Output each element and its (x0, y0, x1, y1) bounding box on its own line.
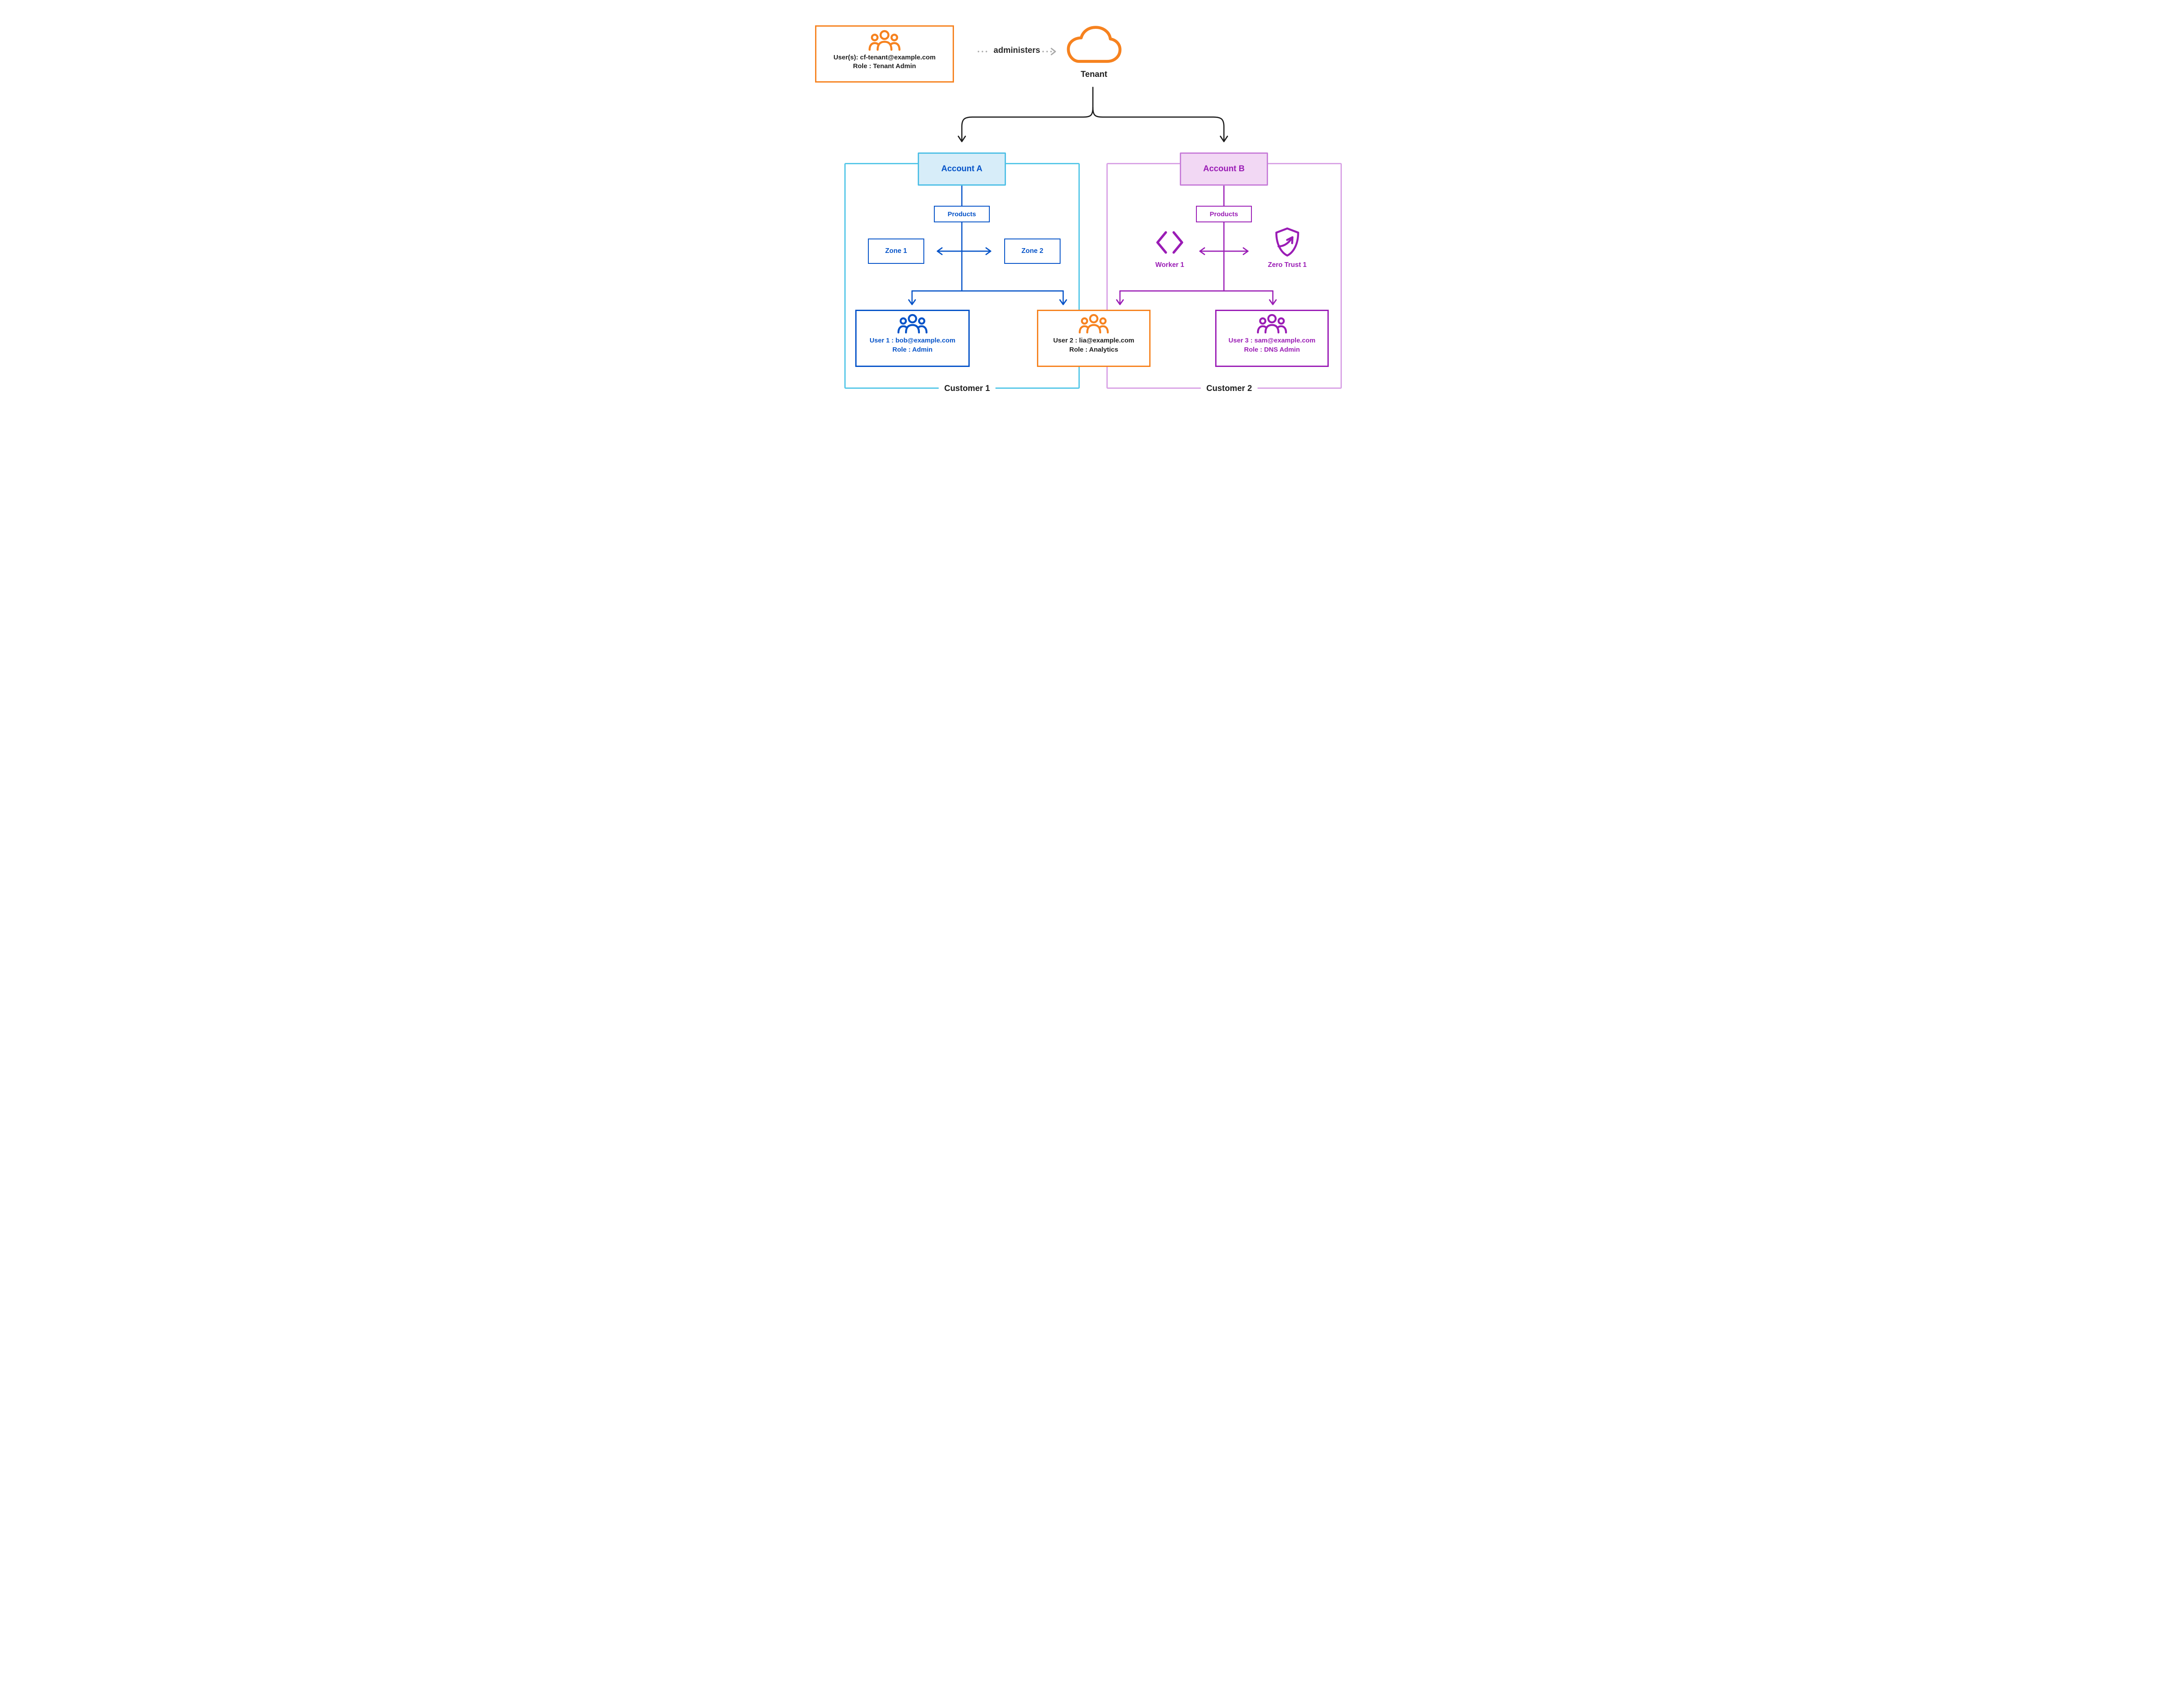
zone-1-box: Zone 1 (868, 239, 924, 264)
zone-2-label: Zone 2 (1021, 247, 1044, 255)
users-group-icon (1078, 314, 1109, 335)
zero-trust-shield-icon (1273, 227, 1301, 257)
user-3-role-line: Role : DNS Admin (1244, 346, 1300, 353)
tenant-admin-role-line: Role : Tenant Admin (853, 62, 916, 70)
account-a-box: Account A (918, 152, 1006, 186)
zone-2-box: Zone 2 (1004, 239, 1061, 264)
user-1-role-line: Role : Admin (892, 346, 933, 353)
products-b-label: Products (1209, 210, 1238, 218)
workers-brackets-icon (1153, 229, 1186, 256)
tenant-cloud (1062, 24, 1126, 67)
users-group-icon (868, 30, 901, 52)
customer-1-label: Customer 1 (939, 383, 995, 394)
user-2-email-line: User 2 : lia@example.com (1053, 337, 1134, 344)
account-b-label: Account B (1203, 164, 1245, 173)
user-3-box: User 3 : sam@example.com Role : DNS Admi… (1215, 310, 1329, 367)
account-b-box: Account B (1180, 152, 1268, 186)
zone-1-label: Zone 1 (885, 247, 907, 255)
users-group-icon (897, 314, 928, 335)
zero-trust-icon-wrap (1273, 227, 1301, 257)
products-a-label: Products (947, 210, 976, 218)
customer-2-label: Customer 2 (1201, 383, 1258, 394)
diagram-canvas: User(s): cf-tenant@example.com Role : Te… (787, 0, 1397, 421)
tenant-admin-users-line: User(s): cf-tenant@example.com (833, 54, 936, 61)
worker-1-label: Worker 1 (1155, 261, 1185, 269)
user-1-box: User 1 : bob@example.com Role : Admin (855, 310, 970, 367)
account-a-label: Account A (941, 164, 983, 173)
cloud-icon (1062, 24, 1126, 67)
tenant-admin-box: User(s): cf-tenant@example.com Role : Te… (815, 25, 954, 83)
user-2-box: User 2 : lia@example.com Role : Analytic… (1037, 310, 1151, 367)
products-box-account-b: Products (1196, 206, 1252, 222)
products-box-account-a: Products (934, 206, 990, 222)
administers-label: administers (993, 46, 1040, 55)
zero-trust-1-label: Zero Trust 1 (1268, 261, 1307, 269)
tenant-fork-connector (957, 86, 1228, 142)
user-1-email-line: User 1 : bob@example.com (869, 337, 956, 344)
users-group-icon (1257, 314, 1287, 335)
user-2-role-line: Role : Analytics (1069, 346, 1118, 353)
user-3-email-line: User 3 : sam@example.com (1228, 337, 1316, 344)
worker-icon-wrap (1153, 229, 1186, 256)
tenant-label: Tenant (1081, 70, 1107, 79)
